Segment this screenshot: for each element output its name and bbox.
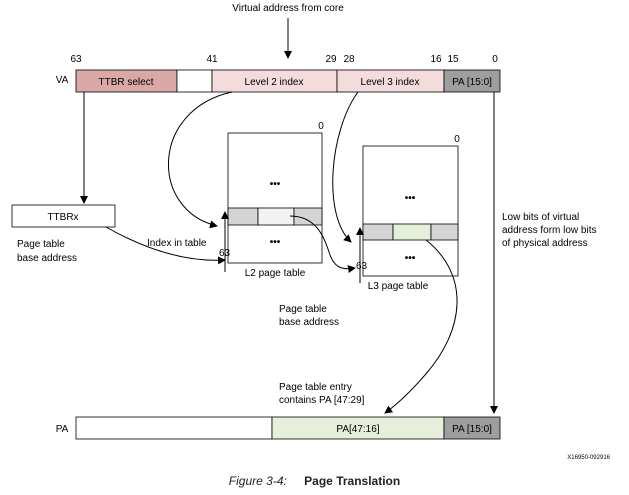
va-bit-0: 0 (492, 54, 498, 65)
pa-high-text: PA[47:16] (336, 424, 379, 435)
va-pa-low-field (443, 69, 501, 93)
l3-bottom-bit: 63 (356, 261, 368, 272)
pa-low-text: PA [15:0] (452, 424, 492, 435)
l2-caption: L2 page table (245, 268, 306, 279)
l3-page-table (362, 145, 459, 277)
page-table-base-label-2: base address (279, 317, 339, 328)
l3-dots-bottom: ••• (405, 253, 416, 264)
figure-caption: Figure 3-4: Page Translation (0, 474, 629, 488)
l3-entry-left (362, 223, 394, 241)
index-in-table-label: Index in table (147, 238, 207, 249)
reference-code: X16950-092916 (567, 455, 610, 461)
ttbr-base-label-1: Page table (17, 239, 65, 250)
level3-index-arrow (332, 91, 359, 243)
va-unused-field (176, 69, 213, 93)
l3-entry-right (430, 223, 459, 241)
l3-entry-to-pa-arrow (384, 239, 458, 414)
ttbrx-text: TTBRx (47, 212, 78, 223)
va-label: VA (56, 75, 69, 86)
low-bits-note-3: of physical address (502, 238, 588, 249)
l2-entry-to-l3-arrow (289, 215, 356, 274)
pte-note-1: Page table entry (279, 382, 352, 393)
ttbr-base-label-2: base address (17, 253, 77, 264)
pa-low-field (443, 416, 501, 440)
l3-caption: L3 page table (368, 281, 429, 292)
ttbrx-box (11, 204, 116, 228)
pte-note-2: contains PA [47:29] (279, 395, 365, 406)
l2-page-table (227, 132, 323, 264)
l3-top-bit: 0 (454, 134, 460, 145)
va-bit-63: 63 (70, 54, 82, 65)
l2-entry-middle (257, 207, 295, 226)
l2-entry-left (227, 207, 259, 226)
pa-label: PA (56, 424, 69, 435)
low-bits-note-2: address form low bits (502, 225, 596, 236)
low-bits-note-1: Low bits of virtual (502, 212, 579, 223)
l2-dots-bottom: ••• (270, 237, 281, 248)
va-pa-low-text: PA [15:0] (452, 77, 492, 88)
virtual-address-label: Virtual address from core (232, 3, 344, 14)
va-level2-text: Level 2 index (245, 77, 304, 88)
va-bit-15: 15 (447, 54, 459, 65)
pa-unused-field (75, 416, 273, 440)
ttbr-to-l2-arrow (105, 226, 226, 265)
va-level3-text: Level 3 index (361, 77, 420, 88)
level2-index-arrow (168, 91, 233, 229)
l2-dots-top: ••• (270, 179, 281, 190)
l2-top-bit: 0 (318, 121, 324, 132)
l3-dots-top: ••• (405, 193, 416, 204)
va-bit-41: 41 (206, 54, 218, 65)
figure-number: Figure 3-4: (228, 474, 287, 488)
va-bit-29: 29 (325, 54, 337, 65)
page-table-base-label-1: Page table (279, 304, 327, 315)
l3-entry-middle (392, 223, 432, 241)
figure-title: Page Translation (304, 474, 401, 488)
va-bit-28: 28 (343, 54, 355, 65)
va-ttbr-select-text: TTBR select (98, 77, 153, 88)
va-bit-16: 16 (430, 54, 442, 65)
